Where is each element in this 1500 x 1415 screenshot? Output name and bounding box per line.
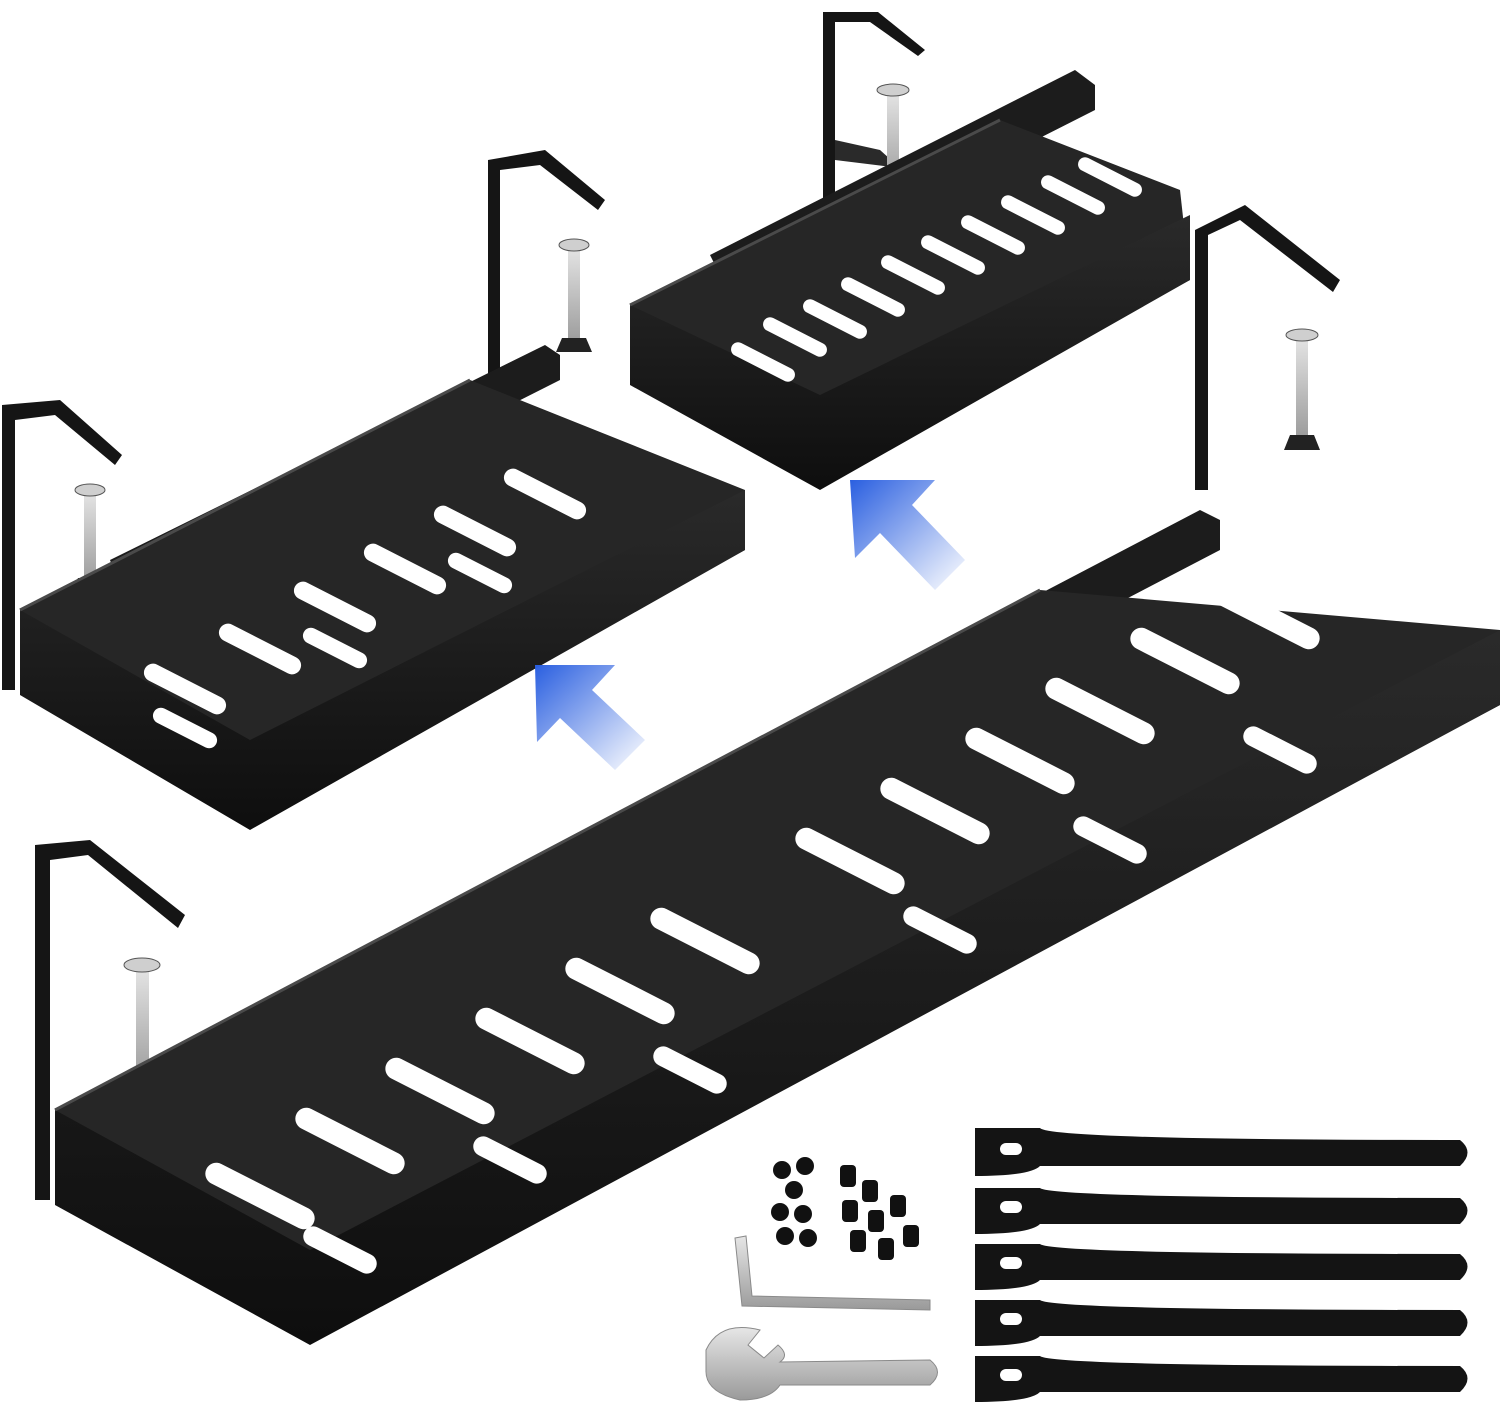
- hook-and-loop-strap: [975, 1356, 1468, 1402]
- accessories-panel: [705, 1128, 1500, 1415]
- screws-and-nuts: [771, 1157, 919, 1260]
- open-end-wrench: [705, 1327, 938, 1401]
- small-tray: [2, 150, 745, 830]
- hook-and-loop-strap: [975, 1244, 1468, 1290]
- hook-and-loop-strap: [975, 1188, 1468, 1234]
- expand-arrow: [850, 480, 965, 590]
- large-tray: [35, 205, 1500, 1345]
- c-clamp-icon: [1195, 205, 1340, 490]
- hook-and-loop-strap: [975, 1300, 1468, 1346]
- medium-tray: [629, 12, 1190, 490]
- hex-key: [734, 1235, 931, 1311]
- expand-arrow: [535, 665, 645, 770]
- hook-and-loop-strap: [975, 1128, 1468, 1176]
- up-right-arrow-icon: [850, 480, 965, 590]
- up-right-arrow-icon: [535, 665, 645, 770]
